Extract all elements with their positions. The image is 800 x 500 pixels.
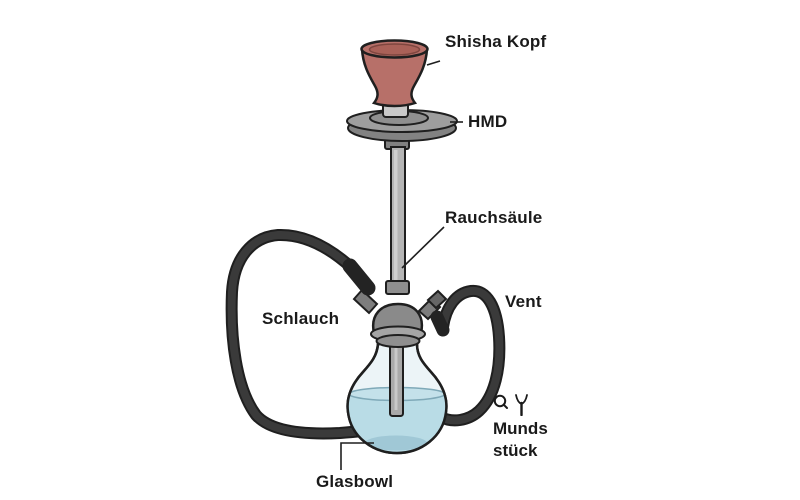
mundstueck-icons [493,394,548,418]
vent-port-cap [426,289,448,310]
magnifier-q-icon [493,394,508,409]
hose-right-body [437,286,504,425]
hose-right [435,284,506,427]
leader-rauchsaeule [401,226,445,269]
label-glasbowl: Glasbowl [316,472,394,491]
hose-left [225,228,380,440]
hose-port-left [352,288,379,315]
hose-connector-right [430,310,450,337]
leader-glasbowl [340,442,374,470]
hose-left-body [227,230,378,438]
downstem-highlight [394,346,398,410]
leader-shisha-kopf [426,60,441,66]
glass-bowl-outline [346,342,448,455]
label-vent: Vent [505,292,542,311]
label-schlauch: Schlauch [262,309,340,328]
stem-column [390,146,406,294]
bowl-body [360,47,429,108]
base-flange-lower [375,334,421,348]
hose-connector-left [342,258,376,296]
label-mundstueck-line1: Munds [493,419,548,438]
mundstueck-block: Munds stück [493,394,548,462]
water-bottom-shade [365,435,427,451]
label-rauchsaeule: Rauchsäule [445,208,543,227]
label-mundstueck-line2: stück [493,441,538,460]
stem-highlight [394,150,398,290]
mouthpiece-fork-icon [515,394,528,416]
label-hmd: HMD [468,112,508,131]
bowl-inner-rim [368,43,421,56]
stem-collar [385,280,410,295]
label-shisha-kopf: Shisha Kopf [445,32,547,51]
